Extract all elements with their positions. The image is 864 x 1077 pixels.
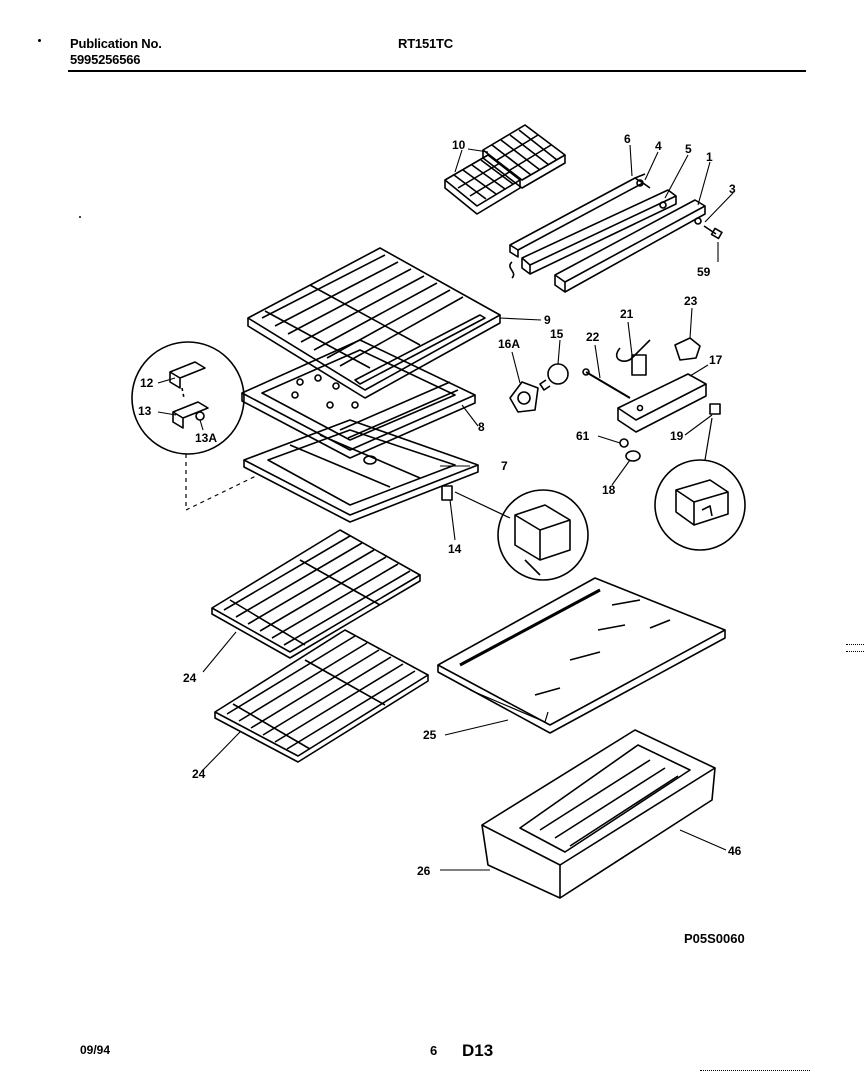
publication-label: Publication No. [70, 36, 162, 51]
middle-frame-part [241, 339, 476, 459]
callout-14: 14 [448, 542, 462, 556]
header-rule [68, 70, 806, 72]
upper-cover-part [247, 247, 501, 399]
publication-number: 5995256566 [70, 52, 141, 67]
stray-mark [79, 216, 81, 218]
callout-13a: 13A [195, 431, 217, 445]
rail-assembly-part [509, 173, 723, 293]
callout-59: 59 [697, 265, 711, 279]
callout-22: 22 [586, 330, 600, 344]
model-number: RT151TC [398, 36, 453, 51]
callout-24-upper: 24 [183, 671, 197, 685]
callout-labels: 10 6 4 5 1 3 59 9 16A 15 22 21 23 17 12 … [138, 132, 742, 878]
detail-circle-latch [131, 341, 245, 455]
crisper-drawer-part [481, 729, 716, 899]
footer-date: 09/94 [80, 1043, 111, 1057]
callout-5: 5 [685, 142, 692, 156]
callout-10: 10 [452, 138, 466, 152]
callout-7: 7 [501, 459, 508, 473]
callout-15: 15 [550, 327, 564, 341]
callout-1: 1 [706, 150, 713, 164]
callout-25: 25 [423, 728, 437, 742]
callout-3: 3 [729, 182, 736, 196]
callout-16a: 16A [498, 337, 520, 351]
callout-46: 46 [728, 844, 742, 858]
callout-12: 12 [140, 376, 154, 390]
callout-19: 19 [670, 429, 684, 443]
callout-18: 18 [602, 483, 616, 497]
bottom-edge-marks [700, 1070, 810, 1073]
footer-section: D13 [462, 1041, 494, 1060]
callout-13: 13 [138, 404, 152, 418]
detail-circle-switch [654, 459, 746, 551]
callout-17: 17 [709, 353, 723, 367]
callout-24-lower: 24 [192, 767, 206, 781]
leader-lines [157, 144, 734, 871]
wire-shelf-upper [211, 529, 421, 659]
callout-23: 23 [684, 294, 698, 308]
callout-21: 21 [620, 307, 634, 321]
lower-tray-part [243, 419, 479, 523]
callout-8: 8 [478, 420, 485, 434]
glass-shelf-part [437, 577, 726, 734]
callout-61: 61 [576, 429, 590, 443]
wire-shelf-lower [214, 629, 429, 763]
callout-6: 6 [624, 132, 631, 146]
ice-tray-part [444, 124, 566, 215]
callout-9: 9 [544, 313, 551, 327]
callout-26: 26 [417, 864, 431, 878]
figure-code: P05S0060 [684, 931, 745, 946]
footer-page: 6 [430, 1043, 438, 1058]
edge-marks [846, 644, 864, 652]
corner-mark [38, 39, 41, 42]
detail-circle-damper [497, 489, 589, 581]
callout-4: 4 [655, 139, 662, 153]
